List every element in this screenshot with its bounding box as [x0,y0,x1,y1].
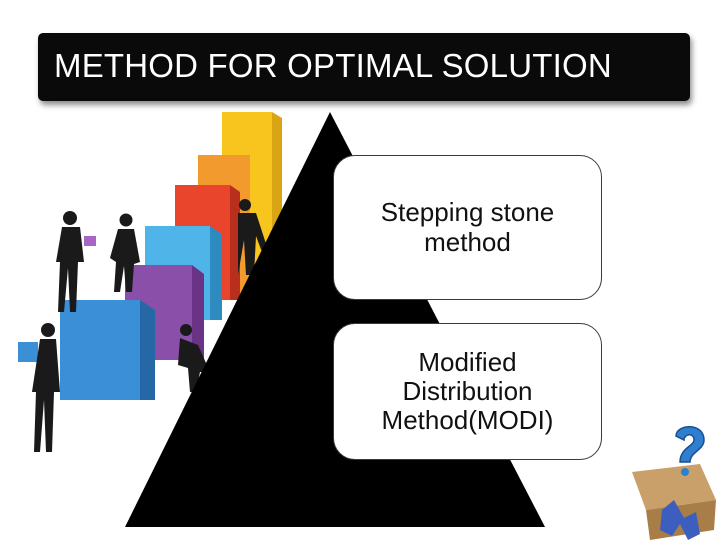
title-bar: METHOD FOR OPTIMAL SOLUTION [38,33,690,101]
modi-method-box: Modified Distribution Method(MODI) [333,323,602,460]
slide-title: METHOD FOR OPTIMAL SOLUTION [54,47,612,84]
modi-method-label: Modified Distribution Method(MODI) [381,346,554,436]
small-purple-cube [84,236,96,246]
business-people-silhouettes [32,199,268,452]
stair-blocks-illustration [18,112,282,400]
stepping-stone-method-label: Stepping stone method [380,197,555,257]
stepping-stone-method-box: Stepping stone method [333,155,602,300]
question-mark-box-figure-icon [632,426,716,540]
